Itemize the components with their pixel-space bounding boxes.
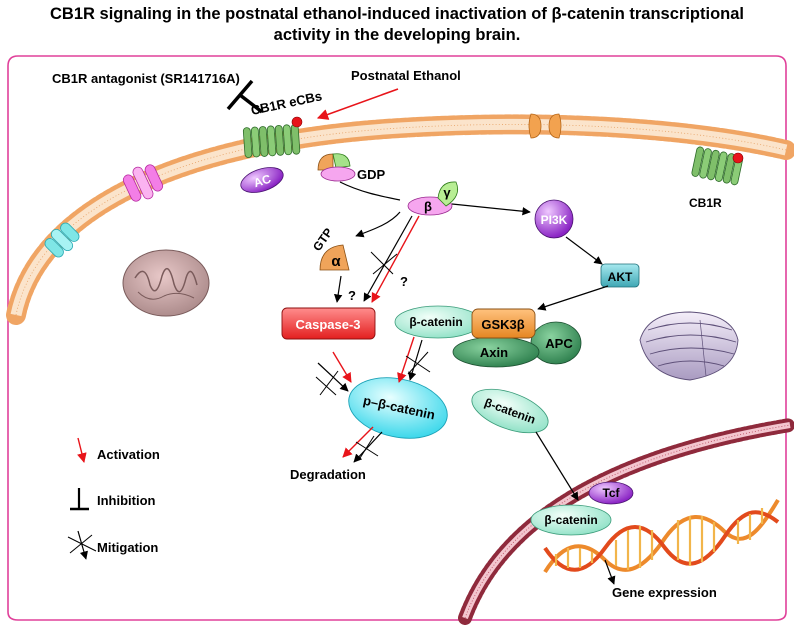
gsk3b-node [471,308,536,339]
channel-orange [528,113,562,139]
question-mark-2: ? [400,274,408,289]
bcat-nuclear-label: β-catenin [544,513,597,527]
figure-title: CB1R signaling in the postnatal ethanol-… [0,4,794,46]
gamma-label: γ [443,185,451,200]
cb1r-ecbs-label: CB1R eCBs [250,88,324,118]
ecb-ligand-dot [291,116,303,128]
cell-outline [7,55,787,621]
beta-label: β [424,199,432,214]
signal-arrows [333,181,616,585]
axin-label: Axin [480,345,508,360]
caspase3-label: Caspase-3 [295,317,360,332]
tcf-label: Tcf [602,486,620,500]
legend-activation-arrow [77,437,87,463]
question-mark-1: ? [348,288,356,303]
antagonist-inhibition-bar [226,79,264,114]
dna-helix [543,498,780,574]
legend-activation-label: Activation [97,447,160,462]
cb1r-right-label: CB1R [689,196,722,210]
gene-expression-label: Gene expression [612,585,717,600]
legend: Activation Inhibition Mitigation [67,437,160,560]
caspase3-node [281,307,376,340]
g-protein-membrane [317,153,356,182]
alpha-label: α [331,253,341,270]
g-beta-gamma-subunit [407,181,459,216]
pi3k-node [534,199,574,239]
ecb-ligand-dot-right [732,152,744,164]
legend-mitigation-symbol [67,530,97,560]
legend-inhibition-label: Inhibition [97,493,156,508]
channel-magenta [122,164,164,202]
akt-label: AKT [608,270,633,284]
apc-label: APC [545,336,573,351]
channel-cyan [44,222,80,258]
tcf-node [588,481,634,505]
bcat-complex-label: β-catenin [409,315,462,329]
ac-label: AC [252,172,273,191]
antagonist-label: CB1R antagonist (SR141716A) [52,71,240,86]
g-alpha-subunit [319,244,350,271]
ac-enzyme [240,167,284,193]
gdp-label: GDP [357,167,386,182]
bcat-nuclear-oval [530,504,612,536]
golgi-apparatus [639,311,739,381]
legend-inhibition-bar [70,488,89,511]
gsk3b-label: GSK3β [481,317,524,332]
cb1r-receptor-right [691,146,744,186]
legend-mitigation-label: Mitigation [97,540,158,555]
mitochondrion [122,249,210,317]
degradation-label: Degradation [290,467,366,482]
title-line-1: CB1R signaling in the postnatal ethanol-… [50,5,744,23]
mitigation-marks [315,251,431,463]
akt-node [600,263,640,288]
cb1r-receptor-left [242,123,301,158]
pi3k-label: PI3K [541,213,568,227]
ethanol-label: Postnatal Ethanol [351,68,461,83]
title-line-2: activity in the developing brain. [273,26,521,44]
ethanol-activation-arrow [316,88,399,120]
bcat-free-oval [471,388,549,434]
